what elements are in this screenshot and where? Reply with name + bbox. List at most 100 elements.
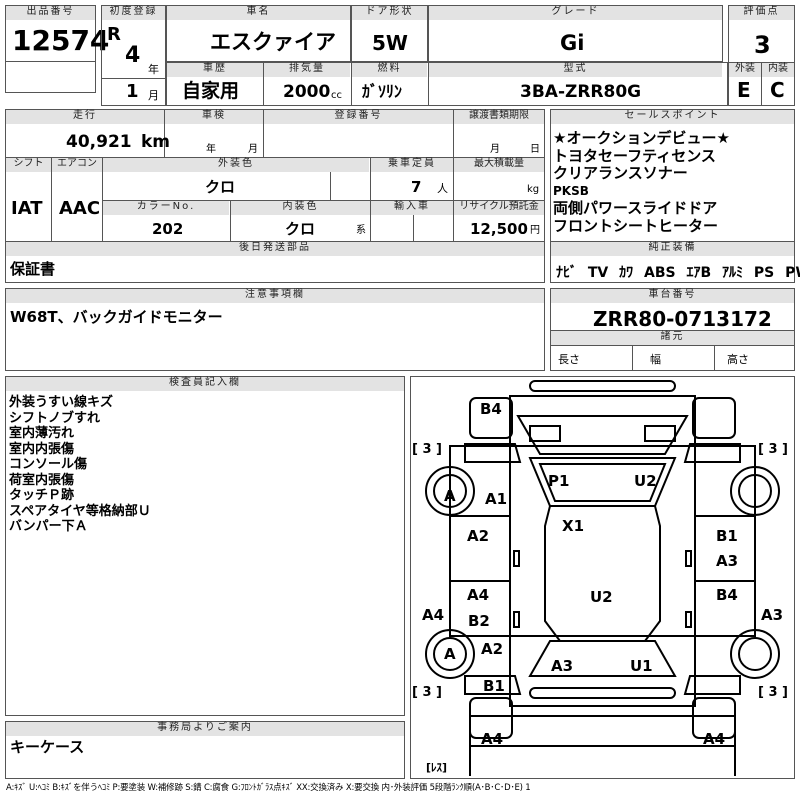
damage-mark: A1 — [485, 490, 507, 508]
sales-point-line: トヨタセーフティセンス — [553, 146, 716, 165]
exterior-grade: E — [737, 78, 751, 102]
aircon-label: エアコン — [52, 158, 102, 172]
score-label: 評価点 — [729, 6, 794, 20]
damage-mark: A2 — [481, 640, 503, 658]
door-label: ドア形状 — [352, 6, 427, 20]
ext-color: クロ — [205, 178, 236, 196]
spec-row — [166, 62, 728, 106]
transfer-deadline-label: 譲渡書類期限 — [454, 110, 544, 124]
chassis-box — [550, 288, 795, 371]
tread-depth-labels: [ 3 ] [ 3 ] [ 3 ] [ 3 ] [ﾚｽ] — [412, 442, 788, 774]
sales-point-line: ★オークションデビュー★ — [553, 129, 730, 147]
equipment-item: ｶﾜ — [619, 265, 634, 281]
inspector-line: 外装うすい線キズ — [9, 395, 114, 410]
later-parts-label: 後日発送部品 — [6, 242, 544, 256]
equipment-item: ｱﾙﾐ — [722, 265, 744, 281]
grade-label: グレード — [429, 6, 722, 20]
door-type: 5W — [372, 31, 408, 55]
import-label: 輸入車 — [371, 201, 453, 215]
reg-year-unit: 年 — [148, 63, 159, 76]
chassis-number: ZRR80-0713172 — [593, 307, 772, 331]
detail-box — [5, 109, 545, 283]
displacement-label: 排気量 — [264, 63, 350, 77]
office-label: 事務局よりご案内 — [6, 722, 404, 736]
damage-mark: U2 — [590, 588, 613, 606]
inspector-line: タッチＰ跡 — [9, 488, 75, 503]
fuel-label: 燃料 — [352, 63, 427, 77]
load-unit: kg — [527, 184, 540, 195]
spare-tire-label: [ﾚｽ] — [426, 761, 447, 774]
inspector-line: バンパー下Ａ — [9, 519, 88, 534]
transfer-day-unit: 日 — [530, 144, 540, 155]
int-color-label: 内装色 — [231, 201, 370, 215]
mileage-label: 走行 — [6, 110, 164, 124]
height-label: 高さ — [727, 353, 749, 366]
damage-mark: A4 — [467, 586, 489, 604]
sales-point-list: ★オークションデビュー★ トヨタセーフティセンス クリアランスソナー PKSB … — [553, 129, 730, 235]
inspection-month-unit: 月 — [248, 144, 258, 155]
grade-box — [428, 5, 723, 62]
lot-box — [5, 5, 96, 93]
reg-month: 1 — [126, 81, 139, 102]
equipment-item: ﾅﾋﾞ — [556, 265, 577, 281]
color-no-label: カラーNo. — [103, 201, 229, 215]
lot-number-label: 出品番号 — [6, 6, 95, 20]
first-registration-label: 初度登録 — [102, 6, 165, 20]
seats: 7 — [411, 178, 422, 196]
aircon: AAC — [59, 198, 101, 219]
recycle-fee: 12,500 — [470, 220, 528, 238]
recycle-label: リサイクル預託金 — [454, 201, 544, 215]
inspector-line: コンソール傷 — [9, 457, 88, 472]
era: R — [107, 24, 121, 45]
inspector-box — [5, 376, 405, 716]
office-text: キーケース — [10, 738, 85, 756]
tread-rear-left: [ 3 ] — [412, 685, 442, 700]
equipment-label: 純正装備 — [551, 242, 794, 256]
inspector-line: 室内内張傷 — [9, 441, 75, 457]
history: 自家用 — [182, 80, 240, 102]
interior-label: 内装 — [762, 63, 794, 77]
damage-mark: A3 — [761, 606, 783, 624]
interior-grade: C — [770, 78, 785, 102]
plate-label: 登録番号 — [264, 110, 453, 124]
equipment-item: PW — [785, 265, 800, 281]
equipment-list: ﾅﾋﾞ TV ｶﾜ ABS ｴｱB ｱﾙﾐ PS PW — [556, 262, 800, 282]
equipment-item: ｴｱB — [686, 265, 712, 281]
model-label: 型式 — [429, 63, 722, 77]
first-registration-box — [101, 5, 166, 106]
exterior-label: 外装 — [729, 63, 761, 77]
office-box — [5, 721, 405, 779]
damage-mark: A — [444, 645, 456, 663]
fuel: ｶﾞｿﾘﾝ — [362, 82, 403, 101]
ext-color-label: 外装色 — [103, 158, 369, 172]
car-name: エスクァイア — [210, 30, 336, 54]
int-color: クロ — [285, 220, 316, 238]
reg-month-unit: 月 — [148, 89, 159, 102]
tread-rear-right: [ 3 ] — [758, 685, 788, 700]
shift-label: シフト — [6, 158, 51, 172]
shift: IAT — [11, 198, 43, 219]
damage-mark: B1 — [483, 677, 505, 695]
mileage-unit: km — [141, 132, 171, 152]
damage-mark: X1 — [562, 517, 584, 535]
notes-box — [5, 288, 545, 371]
damage-mark: P1 — [548, 472, 569, 490]
load-label: 最大積載量 — [454, 158, 544, 172]
sales-point-line: 両側パワースライドドア — [553, 199, 718, 217]
damage-mark: U1 — [630, 657, 653, 675]
inspection-label: 車検 — [165, 110, 263, 124]
later-parts: 保証書 — [10, 260, 56, 278]
damage-mark: A4 — [422, 606, 444, 624]
chassis-label: 車台番号 — [551, 289, 794, 303]
equipment-item: ABS — [644, 265, 676, 281]
sales-point-line: PKSB — [553, 183, 589, 198]
damage-mark: A2 — [467, 527, 489, 545]
damage-mark: A4 — [703, 730, 725, 748]
damage-mark: B1 — [716, 527, 738, 545]
spec-label: 諸元 — [551, 331, 794, 345]
damage-mark: B2 — [468, 612, 490, 630]
damage-marks: B4 P1 U2 A1 X1 A2 B1 A3 A4 B2 U2 A4 B4 A… — [422, 400, 783, 748]
inspection-year-unit: 年 — [206, 144, 216, 155]
score: 3 — [754, 31, 771, 59]
damage-mark: B4 — [480, 400, 502, 418]
